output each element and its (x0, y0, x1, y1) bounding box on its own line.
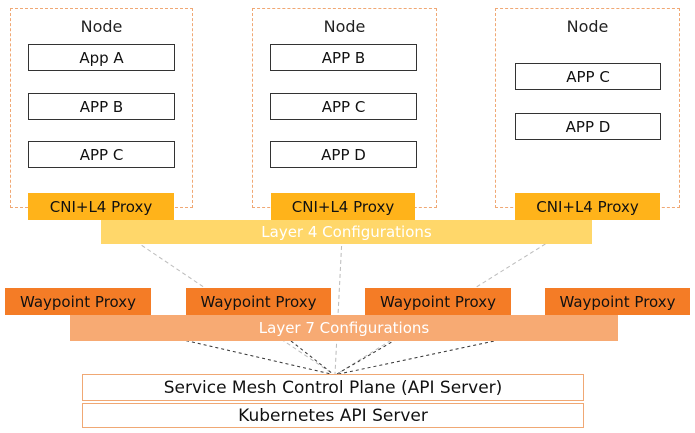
node-title: Node (323, 17, 366, 36)
app-box: APP B (270, 44, 417, 71)
app-box: APP C (28, 141, 175, 168)
kubernetes-api-server: Kubernetes API Server (82, 403, 584, 428)
l4-line (100, 217, 334, 375)
node-title: Node (566, 17, 609, 36)
layer7-configurations: Layer 7 Configurations (70, 315, 618, 341)
waypoint-proxy: Waypoint Proxy (545, 288, 690, 315)
service-mesh-control-plane: Service Mesh Control Plane (API Server) (82, 374, 584, 401)
node-3: Node (495, 8, 680, 208)
waypoint-proxy: Waypoint Proxy (365, 288, 511, 315)
cni-l4-proxy: CNI+L4 Proxy (28, 193, 174, 220)
app-box: APP D (515, 113, 661, 140)
app-box: APP B (28, 93, 175, 120)
cni-l4-proxy: CNI+L4 Proxy (271, 193, 415, 220)
waypoint-proxy: Waypoint Proxy (5, 288, 151, 315)
app-box: App A (28, 44, 175, 71)
layer4-configurations: Layer 4 Configurations (101, 220, 592, 244)
l7-line (257, 314, 334, 375)
l4-line (334, 217, 344, 375)
waypoint-proxy: Waypoint Proxy (186, 288, 331, 315)
cni-l4-proxy: CNI+L4 Proxy (515, 193, 660, 220)
app-box: APP D (270, 141, 417, 168)
app-box: APP C (270, 93, 417, 120)
node-title: Node (80, 17, 123, 36)
l7-line (338, 314, 618, 375)
app-box: APP C (515, 63, 661, 90)
